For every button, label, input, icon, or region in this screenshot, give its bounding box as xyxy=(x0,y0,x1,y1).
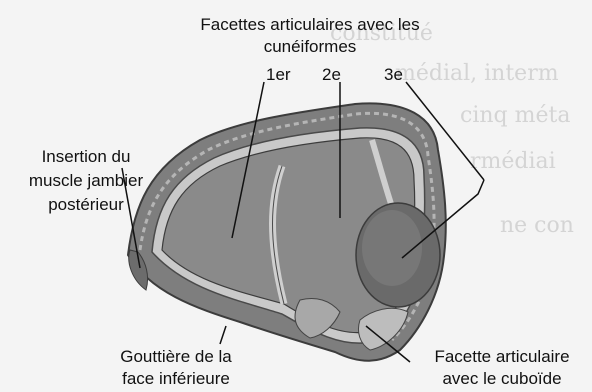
label-3e: 3e xyxy=(384,65,403,84)
label-gouttiere-line1: Gouttière de la xyxy=(120,347,232,366)
label-2e: 2e xyxy=(322,65,341,84)
label-facettes-line1: Facettes articulaires avec les xyxy=(200,15,419,34)
leader-line-gouttiere xyxy=(220,326,226,344)
label-cuboide-line1: Facette articulaire xyxy=(434,347,569,366)
bg-text-line: médial, interm xyxy=(395,61,559,86)
label-1er: 1er xyxy=(266,65,291,84)
bg-text-line: cinq méta xyxy=(460,103,570,128)
bg-text-line: ne con xyxy=(500,213,574,238)
label-insertion-line3: postérieur xyxy=(48,195,124,214)
label-cuboide-line2: avec le cuboïde xyxy=(442,369,561,388)
bg-text-line: rmédiai xyxy=(470,149,556,174)
label-gouttiere-line2: face inférieure xyxy=(122,369,230,388)
label-insertion-line2: muscle jambier xyxy=(29,171,144,190)
label-insertion-line1: Insertion du xyxy=(42,147,131,166)
label-facettes-line2: cunéiformes xyxy=(264,37,357,56)
